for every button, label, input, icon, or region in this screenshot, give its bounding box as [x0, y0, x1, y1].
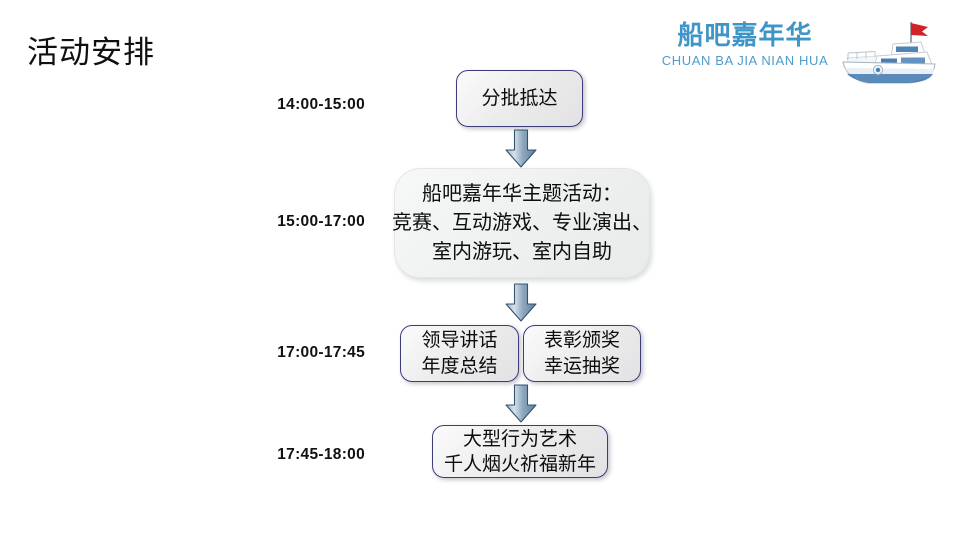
time-label-1: 14:00-15:00: [277, 96, 365, 113]
brand-name-pinyin: CHUAN BA JIA NIAN HUA: [661, 53, 829, 68]
flow-box-arrival[interactable]: 分批抵达: [456, 70, 583, 127]
time-label-4: 17:45-18:00: [277, 446, 365, 463]
flow-box-leader-speech[interactable]: 领导讲话 年度总结: [400, 325, 519, 382]
flow-box-awards-lottery[interactable]: 表彰颁奖 幸运抽奖: [523, 325, 641, 382]
down-block-arrow-icon-2: [501, 283, 541, 328]
flow-box-finale[interactable]: 大型行为艺术 千人烟火祈福新年: [432, 425, 608, 478]
flow-box-main-activities-text: 船吧嘉年华主题活动： 竞赛、互动游戏、专业演出、 室内游玩、室内自助: [392, 182, 652, 263]
brand-name-cn: 船吧嘉年华: [677, 20, 813, 50]
flow-box-arrival-text: 分批抵达: [481, 88, 558, 109]
flow-box-leader-speech-text: 领导讲话 年度总结: [421, 329, 498, 377]
page-title: 活动安排: [27, 35, 155, 70]
flow-box-awards-lottery-text: 表彰颁奖 幸运抽奖: [543, 329, 620, 377]
time-label-3: 17:00-17:45: [277, 344, 365, 361]
down-block-arrow-icon-3: [501, 384, 541, 429]
time-label-2: 15:00-17:00: [277, 213, 365, 230]
yacht-boat-icon: [837, 14, 949, 90]
down-block-arrow-icon-1: [501, 129, 541, 174]
brand-logo-text: 船吧嘉年华 CHUAN BA JIA NIAN HUA: [655, 18, 835, 70]
brand-logo: 船吧嘉年华 CHUAN BA JIA NIAN HUA: [655, 18, 950, 96]
flow-box-main-activities[interactable]: 船吧嘉年华主题活动： 竞赛、互动游戏、专业演出、 室内游玩、室内自助: [392, 168, 652, 278]
flow-box-finale-text: 大型行为艺术 千人烟火祈福新年: [443, 428, 596, 475]
